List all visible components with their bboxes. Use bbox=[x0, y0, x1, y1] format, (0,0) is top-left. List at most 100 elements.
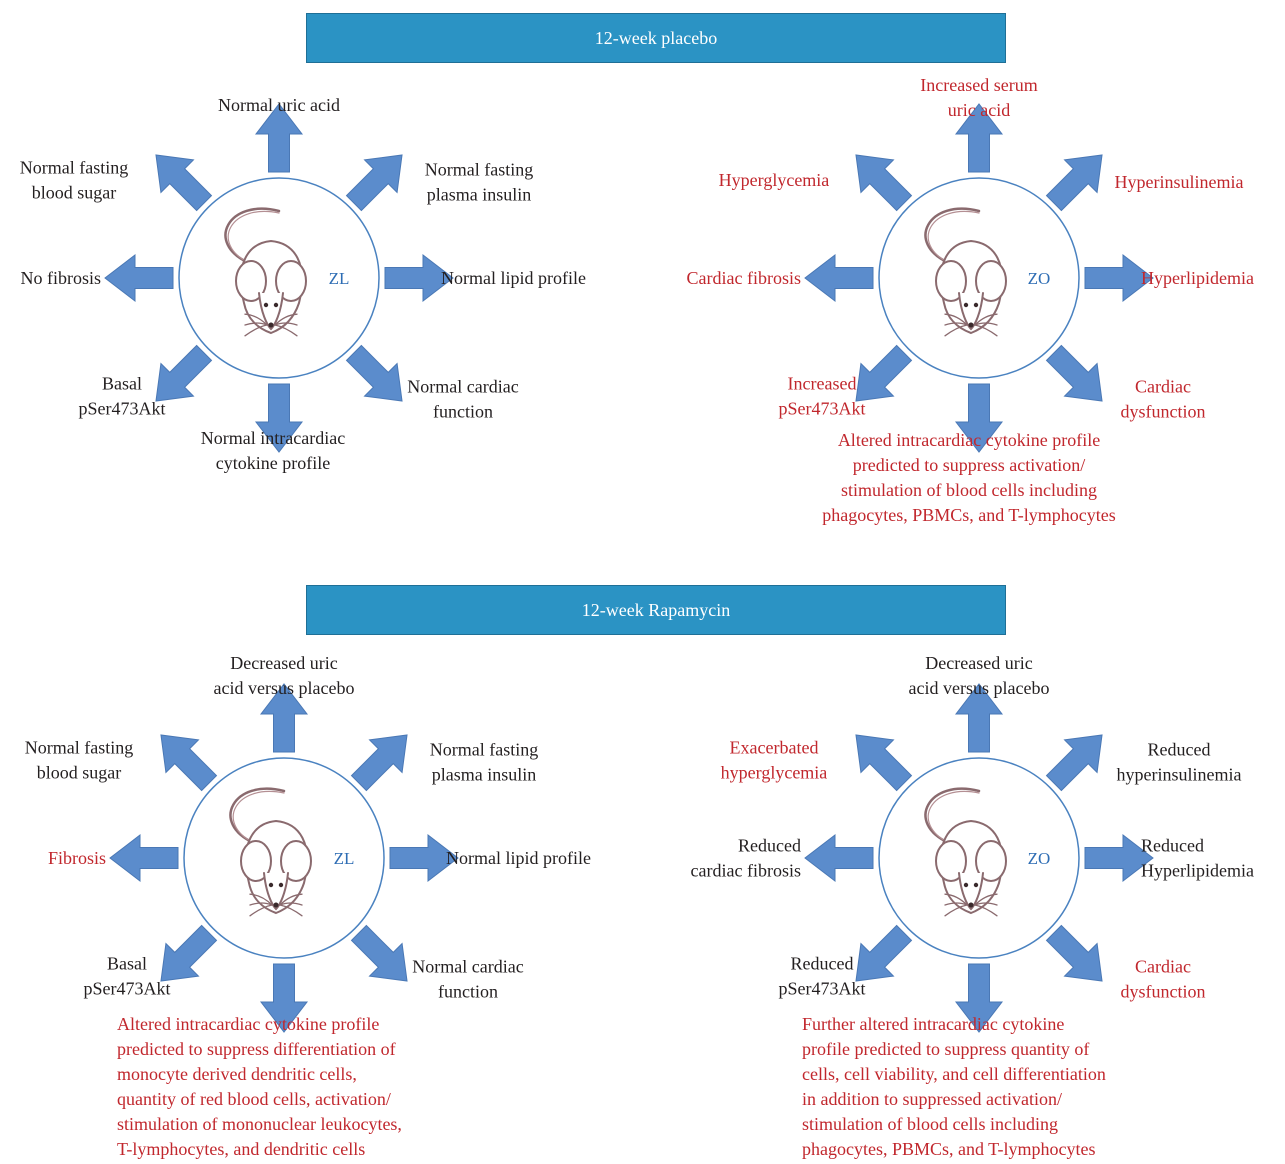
group-label: ZO bbox=[1028, 269, 1051, 288]
outcome-down-line: predicted to suppress differentiation of bbox=[117, 1039, 396, 1059]
outcome-down: Altered intracardiac cytokine profile pre… bbox=[822, 430, 1116, 525]
outcome-upper-left: Normal fasting blood sugar bbox=[20, 158, 128, 203]
arrow-lower-right bbox=[1045, 344, 1103, 402]
outcome-right-line: Reduced bbox=[1141, 836, 1204, 856]
outcome-lower-right-line: function bbox=[438, 982, 498, 1002]
outcome-lower-right-line: dysfunction bbox=[1121, 982, 1206, 1002]
outcome-left: No fibrosis bbox=[21, 268, 102, 288]
outcome-left-line: No fibrosis bbox=[21, 268, 102, 288]
outcome-lower-right-line: dysfunction bbox=[1121, 402, 1206, 422]
outcome-lower-right-line: Cardiac bbox=[1135, 957, 1191, 977]
arrow-down bbox=[254, 383, 304, 453]
outcome-upper-left-line: blood sugar bbox=[32, 183, 117, 203]
arrow-left bbox=[804, 833, 874, 883]
outcome-lower-right: Normal cardiac function bbox=[407, 377, 518, 422]
outcome-upper-right-line: Hyperinsulinemia bbox=[1115, 172, 1244, 192]
outcome-right: Hyperlipidemia bbox=[1141, 268, 1254, 288]
outcome-lower-left-line: pSer473Akt bbox=[79, 399, 166, 419]
rat-icon bbox=[224, 207, 307, 337]
outcome-down-line: phagocytes, PBMCs, and T-lymphocytes bbox=[822, 505, 1116, 525]
arrow-lower-left bbox=[855, 924, 913, 982]
outcome-upper-left: Hyperglycemia bbox=[719, 170, 830, 190]
placebo-banner: 12-week placebo bbox=[306, 13, 1006, 63]
outcome-up-line: Normal uric acid bbox=[218, 95, 340, 115]
arrow-right bbox=[384, 253, 454, 303]
rapamycin-banner: 12-week Rapamycin bbox=[306, 585, 1006, 635]
outcome-down-line: profile predicted to suppress quantity o… bbox=[802, 1039, 1089, 1059]
outcome-lower-left: Reduced pSer473Akt bbox=[779, 954, 866, 999]
outcome-upper-left-line: Normal fasting bbox=[25, 738, 133, 758]
outcome-lower-left-line: pSer473Akt bbox=[779, 979, 866, 999]
outcome-up-line: acid versus placebo bbox=[214, 678, 355, 698]
outcome-up: Decreased uric acid versus placebo bbox=[214, 653, 355, 698]
outcome-down-line: phagocytes, PBMCs, and T-lymphocytes bbox=[802, 1139, 1096, 1159]
outcome-down-line: cells, cell viability, and cell differen… bbox=[802, 1064, 1106, 1084]
outcome-down-line: Altered intracardiac cytokine profile bbox=[117, 1014, 379, 1034]
outcome-up-line: Decreased uric bbox=[230, 653, 337, 673]
outcome-upper-right-line: Normal fasting bbox=[430, 740, 538, 760]
outcome-lower-right: Cardiac dysfunction bbox=[1121, 957, 1206, 1002]
outcome-down: Altered intracardiac cytokine profile pre… bbox=[117, 1014, 402, 1159]
outcome-upper-right-line: plasma insulin bbox=[432, 765, 537, 785]
outcome-down-line: stimulation of blood cells including bbox=[802, 1114, 1058, 1134]
outcome-right-line: Hyperlipidemia bbox=[1141, 861, 1254, 881]
outcome-down-line: Further altered intracardiac cytokine bbox=[802, 1014, 1064, 1034]
arrow-left bbox=[804, 253, 874, 303]
arrow-right bbox=[1084, 253, 1154, 303]
outcome-upper-left-line: Hyperglycemia bbox=[719, 170, 830, 190]
outcome-down-line: predicted to suppress activation/ bbox=[853, 455, 1085, 475]
arrow-up bbox=[259, 683, 309, 753]
arrow-left bbox=[109, 833, 179, 883]
outcome-lower-right-line: Normal cardiac bbox=[412, 957, 523, 977]
outcome-lower-right-line: function bbox=[433, 402, 493, 422]
arrow-upper-right bbox=[350, 734, 408, 792]
outcome-down-line: stimulation of blood cells including bbox=[841, 480, 1097, 500]
outcome-upper-left-line: blood sugar bbox=[37, 763, 122, 783]
outcome-upper-right-line: Reduced bbox=[1148, 740, 1211, 760]
arrow-upper-left bbox=[160, 734, 218, 792]
outcome-right-line: Normal lipid profile bbox=[441, 268, 586, 288]
arrow-up bbox=[954, 683, 1004, 753]
group-label: ZO bbox=[1028, 849, 1051, 868]
rat-icon bbox=[924, 207, 1007, 337]
outcome-up: Normal uric acid bbox=[218, 95, 340, 115]
outcome-right-line: Normal lipid profile bbox=[446, 848, 591, 868]
outcome-lower-right: Normal cardiac function bbox=[412, 957, 523, 1002]
outcome-upper-right: Hyperinsulinemia bbox=[1115, 172, 1244, 192]
outcome-upper-left-line: Exacerbated bbox=[730, 738, 819, 758]
group-label: ZL bbox=[329, 269, 350, 288]
outcome-down-line: monocyte derived dendritic cells, bbox=[117, 1064, 357, 1084]
arrow-lower-right bbox=[350, 924, 408, 982]
outcome-up-line: uric acid bbox=[948, 100, 1010, 120]
outcome-left-line: Reduced bbox=[738, 836, 801, 856]
outcome-up-line: Increased serum bbox=[920, 75, 1037, 95]
arrow-lower-left bbox=[855, 344, 913, 402]
arrow-left bbox=[104, 253, 174, 303]
outcome-upper-left-line: Normal fasting bbox=[20, 158, 128, 178]
outcome-left-line: Cardiac fibrosis bbox=[687, 268, 801, 288]
arrow-lower-left bbox=[160, 924, 218, 982]
outcome-lower-left-line: Reduced bbox=[791, 954, 854, 974]
outcome-up: Increased serum uric acid bbox=[920, 75, 1037, 120]
arrow-upper-right bbox=[1045, 734, 1103, 792]
outcome-left: Fibrosis bbox=[48, 848, 106, 868]
outcome-lower-right-line: Normal cardiac bbox=[407, 377, 518, 397]
outcome-left: Cardiac fibrosis bbox=[687, 268, 801, 288]
rat-icon bbox=[924, 787, 1007, 917]
outcome-down-line: Altered intracardiac cytokine profile bbox=[838, 430, 1100, 450]
outcome-right: Normal lipid profile bbox=[446, 848, 591, 868]
